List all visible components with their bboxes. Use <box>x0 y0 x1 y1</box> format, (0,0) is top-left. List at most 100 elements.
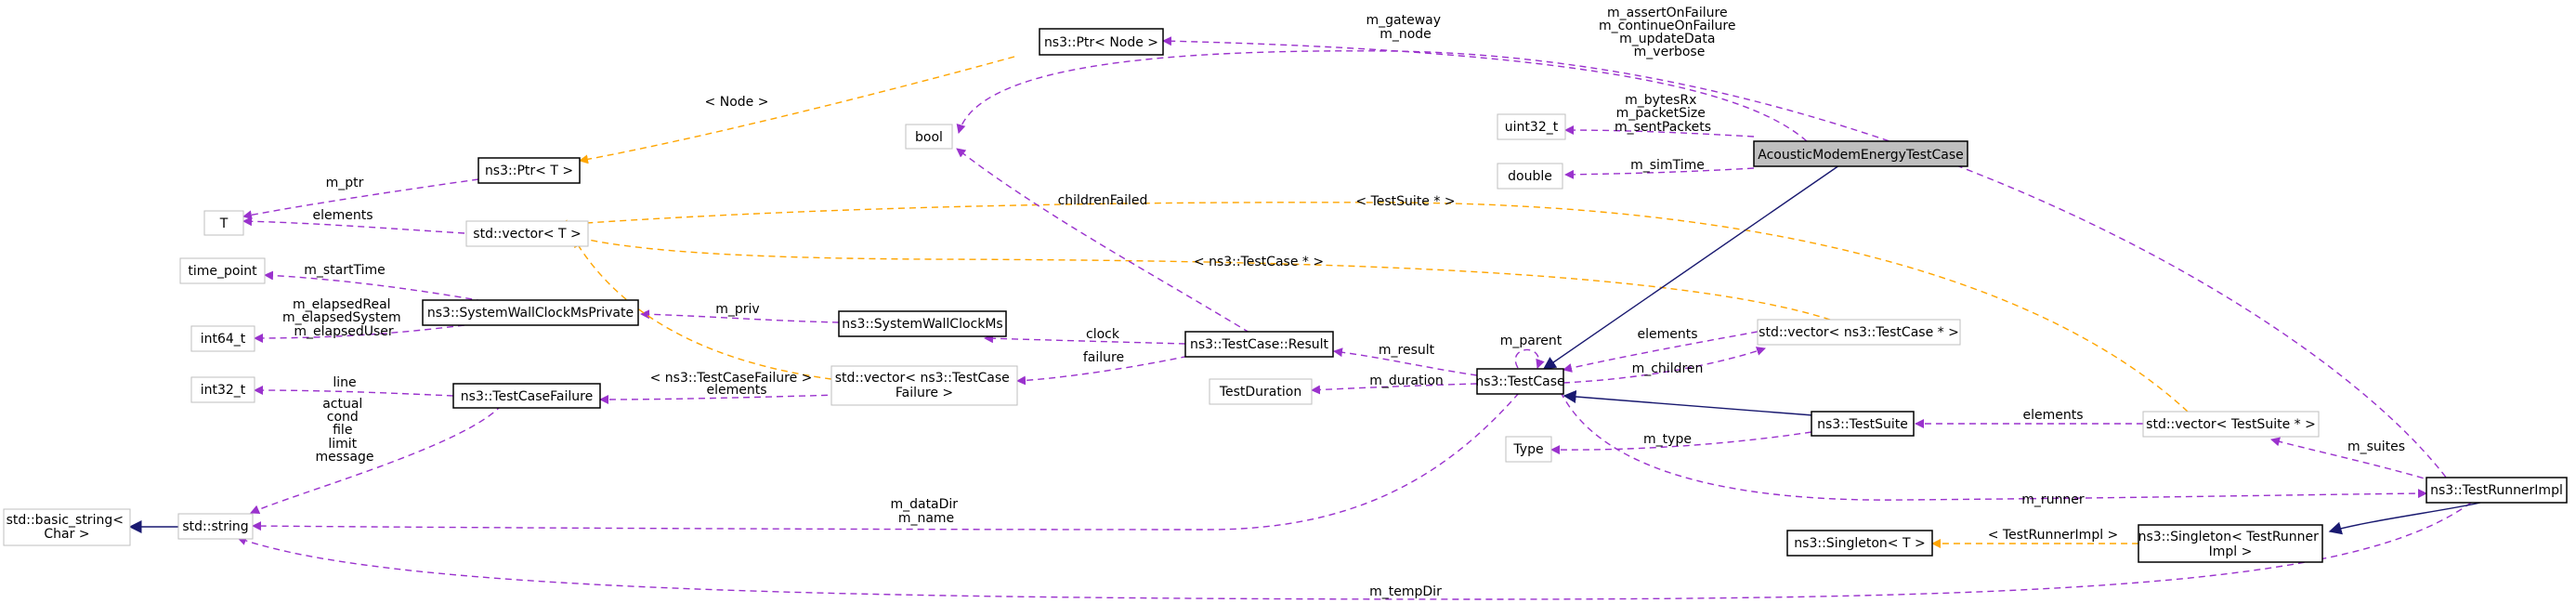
edge-elements-t <box>242 216 465 234</box>
label-m-priv: m_priv <box>715 302 759 317</box>
label-runner-tmpl: < TestRunnerImpl > <box>1988 528 2119 543</box>
label-start-time: m_startTime <box>304 263 386 278</box>
label-datadir: m_dataDir m_name <box>890 497 961 526</box>
class-node-ptr-t[interactable]: ns3::Ptr< T > <box>477 157 581 184</box>
svg-text:ns3::Singleton< TestRunner: ns3::Singleton< TestRunner Impl > <box>2138 530 2323 559</box>
svg-text:std::vector< T >: std::vector< T > <box>473 227 581 242</box>
svg-text:ns3::SystemWallClockMsPrivate: ns3::SystemWallClockMsPrivate <box>427 306 634 321</box>
svg-text:ns3::TestSuite: ns3::TestSuite <box>1817 417 1908 432</box>
class-node-singleton-t[interactable]: ns3::Singleton< T > <box>1786 530 1933 557</box>
type-node-test-duration: TestDuration <box>1209 378 1313 405</box>
edge-acoustic-inherits-testcase <box>1542 164 1840 370</box>
edge-labels: m_gateway m_node m_assertOnFailure m_con… <box>282 6 2405 599</box>
class-node-string[interactable]: std::string <box>177 513 254 540</box>
edge-datadir <box>252 392 1520 531</box>
label-line: line <box>333 375 356 390</box>
edge-elements-failure <box>599 394 840 404</box>
svg-text:time_point: time_point <box>188 264 257 279</box>
label-elements-case: elements <box>1637 327 1697 342</box>
svg-text:ns3::TestRunnerImpl: ns3::TestRunnerImpl <box>2430 483 2563 498</box>
label-bytes: m_bytesRx m_packetSize m_sentPackets <box>1615 93 1711 135</box>
label-failure-strings: actual cond file limit message <box>316 397 374 465</box>
type-node-int32: int32_t <box>190 376 255 403</box>
edge-case-ptr-tmpl <box>575 234 1831 321</box>
label-elements-t: elements <box>312 208 373 223</box>
label-elapsed: m_elapsedReal m_elapsedSystem m_elapsedU… <box>282 297 405 339</box>
edge-m-type <box>1550 431 1812 455</box>
class-node-test-suite[interactable]: ns3::TestSuite <box>1811 411 1915 437</box>
type-node-type: Type <box>1505 436 1552 463</box>
label-suite-ptr-tmpl: < TestSuite * > <box>1355 194 1455 209</box>
edge-m-children <box>1563 347 1766 384</box>
class-node-test-case[interactable]: ns3::TestCase <box>1475 368 1565 395</box>
edge-runnerimpl-inherits-singleton <box>2328 502 2481 535</box>
label-assert-flags: m_assertOnFailure m_continueOnFailure m_… <box>1599 6 1740 59</box>
label-case-ptr-tmpl: < ns3::TestCase * > <box>1194 255 1324 269</box>
svg-text:std::vector< TestSuite * >: std::vector< TestSuite * > <box>2146 417 2316 432</box>
class-node-vector-testcase-ptr[interactable]: std::vector< ns3::TestCase * > <box>1757 319 1961 346</box>
class-node-acoustic-modem-energy-test-case[interactable]: AcousticModemEnergyTestCase <box>1753 140 1968 167</box>
label-m-runner: m_runner <box>2021 492 2085 507</box>
class-node-system-wall-clock-ms-private[interactable]: ns3::SystemWallClockMsPrivate <box>422 299 639 326</box>
edge-assert-flags <box>956 50 2453 487</box>
edge-gateway-node <box>1162 36 1808 142</box>
svg-text:std::vector< ns3::TestCase * >: std::vector< ns3::TestCase * > <box>1759 325 1959 340</box>
edge-children-failed <box>956 148 1250 334</box>
svg-text:ns3::Ptr< Node >: ns3::Ptr< Node > <box>1044 35 1158 50</box>
class-node-test-runner-impl[interactable]: ns3::TestRunnerImpl <box>2426 477 2568 504</box>
svg-text:ns3::TestCaseFailure: ns3::TestCaseFailure <box>461 389 593 404</box>
edge-m-suites <box>2270 437 2435 482</box>
edge-failure-strings <box>250 404 503 514</box>
class-node-basic-string[interactable]: std::basic_string< Char > <box>3 508 131 546</box>
class-node-vector-testsuite-ptr[interactable]: std::vector< TestSuite * > <box>2142 411 2320 438</box>
svg-text:uint32_t: uint32_t <box>1505 120 1559 135</box>
edge-start-time <box>264 270 484 302</box>
svg-text:T: T <box>219 216 229 231</box>
label-failure-tmpl: < ns3::TestCaseFailure > <box>650 371 813 386</box>
edge-simtime <box>1564 167 1755 179</box>
class-node-vector-t[interactable]: std::vector< T > <box>465 220 589 247</box>
label-m-duration: m_duration <box>1369 374 1444 388</box>
svg-text:double: double <box>1508 169 1552 184</box>
type-node-double: double <box>1497 163 1563 190</box>
edge-m-runner <box>1560 391 2427 501</box>
svg-text:Type: Type <box>1512 442 1543 457</box>
label-children-failed: childrenFailed <box>1058 193 1148 208</box>
class-node-test-case-failure[interactable]: ns3::TestCaseFailure <box>452 383 601 409</box>
edge-elements-case <box>1563 331 1759 373</box>
label-m-ptr: m_ptr <box>326 176 364 190</box>
edge-failure-tmpl <box>573 238 832 380</box>
class-node-ptr-node[interactable]: ns3::Ptr< Node > <box>1039 28 1164 56</box>
svg-text:bool: bool <box>915 130 943 145</box>
svg-text:ns3::Ptr< T >: ns3::Ptr< T > <box>485 164 573 178</box>
edge-line <box>254 386 454 397</box>
svg-text:ns3::TestCase::Result: ns3::TestCase::Result <box>1190 337 1329 352</box>
label-elements-failure: elements <box>706 383 766 398</box>
type-node-int64: int64_t <box>190 325 255 352</box>
edges <box>128 36 2481 600</box>
label-m-type: m_type <box>1643 432 1692 447</box>
edge-m-ptr <box>242 178 479 220</box>
edge-elapsed <box>254 324 465 343</box>
label-m-parent: m_parent <box>1500 334 1563 348</box>
edge-clock <box>984 334 1186 345</box>
edge-failure <box>1016 353 1199 386</box>
label-node-tmpl: < Node > <box>705 95 769 110</box>
svg-text:std::string: std::string <box>182 519 248 534</box>
label-failure: failure <box>1083 350 1124 365</box>
class-node-vector-testcase-failure[interactable]: std::vector< ns3::TestCase Failure > <box>830 365 1018 406</box>
class-node-system-wall-clock-ms[interactable]: ns3::SystemWallClockMs <box>838 310 1007 337</box>
svg-text:std::vector< ns3::TestCase: std::vector< ns3::TestCase Failure > <box>835 371 1013 400</box>
type-node-time-point: time_point <box>179 257 266 284</box>
label-m-suites: m_suites <box>2347 439 2405 454</box>
label-gateway-node: m_gateway m_node <box>1366 13 1445 42</box>
edge-suite-ptr-tmpl <box>558 202 2189 413</box>
class-node-singleton-test-runner-impl[interactable]: ns3::Singleton< TestRunner Impl > <box>2138 524 2323 563</box>
type-node-uint32: uint32_t <box>1497 113 1566 140</box>
svg-text:std::basic_string< Cha: std::basic_string< Char > <box>7 513 128 542</box>
edge-tempdir <box>237 502 2472 600</box>
class-node-test-case-result[interactable]: ns3::TestCase::Result <box>1184 331 1334 358</box>
edge-testsuite-inherits-testcase <box>1563 390 1814 416</box>
nodes: ns3::Ptr< Node > bool uint32_t double Ac… <box>3 28 2568 563</box>
edge-m-parent <box>1514 348 1545 369</box>
